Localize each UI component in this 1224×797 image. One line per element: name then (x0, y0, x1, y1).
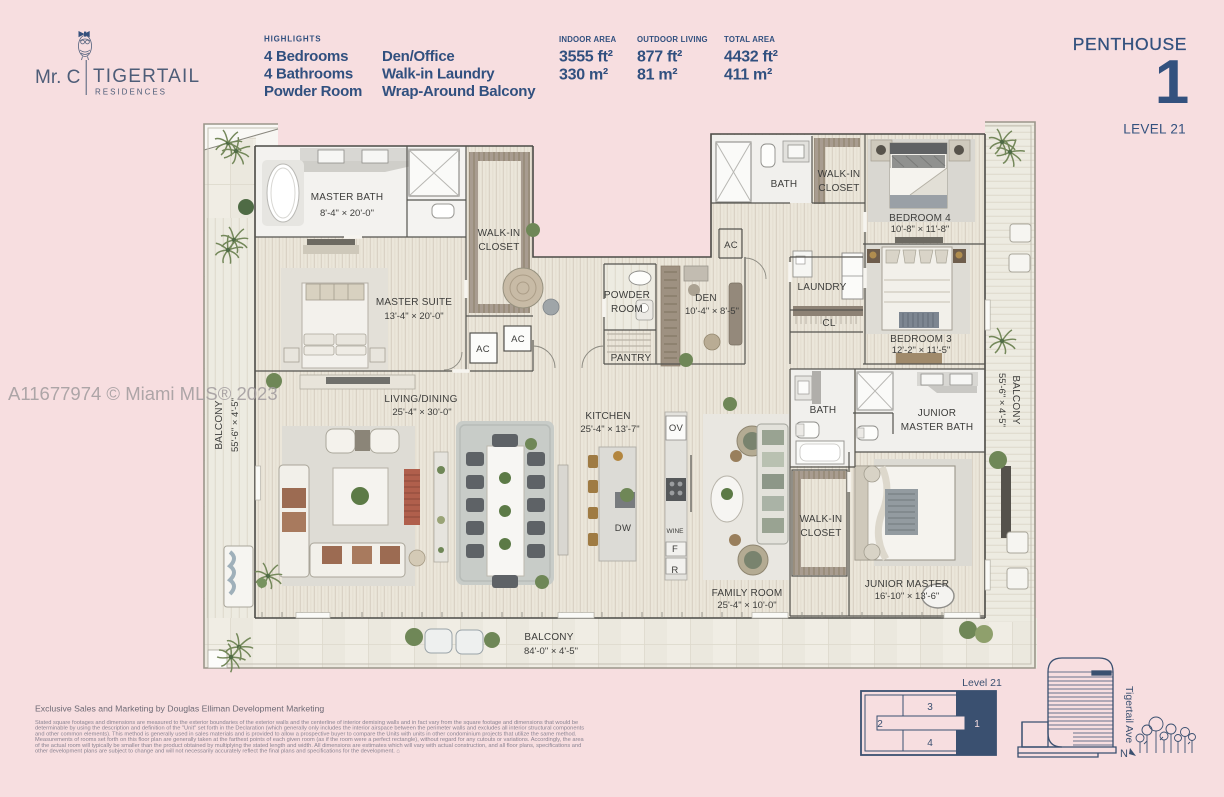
svg-text:AC: AC (724, 240, 738, 251)
svg-text:JUNIOR: JUNIOR (918, 408, 956, 419)
svg-text:RESIDENCES: RESIDENCES (95, 88, 167, 97)
svg-text:10'-4" × 8'-5": 10'-4" × 8'-5" (685, 306, 739, 317)
svg-text:OUTDOOR LIVING: OUTDOOR LIVING (637, 35, 708, 44)
svg-text:LIVING/DINING: LIVING/DINING (384, 394, 457, 405)
svg-text:CLOSET: CLOSET (818, 183, 859, 194)
svg-text:4 Bathrooms: 4 Bathrooms (264, 66, 353, 83)
svg-text:PANTRY: PANTRY (611, 353, 652, 364)
svg-text:OV: OV (669, 423, 684, 434)
svg-text:84'-0" × 4'-5": 84'-0" × 4'-5" (524, 646, 578, 657)
svg-text:INDOOR AREA: INDOOR AREA (559, 35, 617, 44)
svg-text:4: 4 (927, 738, 933, 749)
svg-text:BATH: BATH (810, 405, 837, 416)
svg-text:WINE: WINE (667, 528, 685, 535)
svg-text:WALK-IN: WALK-IN (800, 514, 843, 525)
svg-text:CL: CL (822, 318, 835, 329)
svg-text:BALCONY: BALCONY (214, 400, 225, 449)
svg-text:ROOM: ROOM (611, 304, 643, 315)
svg-text:FAMILY ROOM: FAMILY ROOM (712, 588, 783, 599)
svg-text:DEN: DEN (695, 293, 717, 304)
svg-text:MASTER BATH: MASTER BATH (901, 422, 974, 433)
svg-text:CLOSET: CLOSET (478, 242, 519, 253)
svg-text:4432 ft²: 4432 ft² (724, 49, 778, 66)
svg-text:MASTER BATH: MASTER BATH (311, 192, 384, 203)
svg-text:Tigertail Ave: Tigertail Ave (1123, 686, 1135, 743)
svg-text:AC: AC (476, 344, 490, 355)
svg-text:8'-4" × 20'-0": 8'-4" × 20'-0" (320, 208, 374, 219)
svg-text:PENTHOUSE: PENTHOUSE (1073, 34, 1187, 54)
svg-text:55'-6" × 4'-5": 55'-6" × 4'-5" (996, 373, 1007, 427)
svg-text:BALCONY: BALCONY (1010, 375, 1021, 424)
svg-text:LEVEL 21: LEVEL 21 (1123, 122, 1186, 137)
svg-text:Wrap-Around Balcony: Wrap-Around Balcony (382, 83, 536, 100)
svg-text:TIGERTAIL: TIGERTAIL (93, 66, 200, 87)
svg-text:Stated square footages and dim: Stated square footages and dimensions ar… (35, 720, 578, 726)
svg-text:Mr. C: Mr. C (35, 67, 80, 88)
svg-text:Exclusive Sales and Marketing: Exclusive Sales and Marketing by Douglas… (35, 704, 324, 714)
svg-text:BEDROOM 3: BEDROOM 3 (890, 334, 952, 345)
svg-text:DW: DW (615, 523, 631, 534)
svg-text:BEDROOM 4: BEDROOM 4 (889, 213, 951, 224)
svg-text:F: F (672, 544, 678, 555)
svg-text:25'-4" × 10'-0": 25'-4" × 10'-0" (717, 600, 776, 611)
svg-text:BATH: BATH (771, 179, 798, 190)
svg-text:3: 3 (927, 702, 933, 713)
svg-text:10'-8" × 11'-8": 10'-8" × 11'-8" (891, 224, 950, 235)
svg-text:3555 ft²: 3555 ft² (559, 49, 613, 66)
svg-text:Level 21: Level 21 (962, 677, 1002, 689)
svg-text:of the actual room will typica: of the actual room will typically be sma… (35, 743, 581, 749)
svg-text:1: 1 (974, 719, 980, 730)
svg-text:1: 1 (1155, 48, 1189, 117)
svg-text:POWDER: POWDER (604, 290, 650, 301)
svg-text:HIGHLIGHTS: HIGHLIGHTS (264, 35, 321, 44)
svg-text:WALK-IN: WALK-IN (478, 228, 521, 239)
svg-text:411 m²: 411 m² (724, 67, 772, 84)
svg-text:2: 2 (877, 719, 883, 730)
svg-text:MASTER SUITE: MASTER SUITE (376, 297, 452, 308)
svg-text:55'-6" × 4'-5": 55'-6" × 4'-5" (230, 398, 241, 452)
svg-text:BALCONY: BALCONY (524, 632, 573, 643)
svg-text:other development plans are su: other development plans are subject to c… (35, 749, 400, 755)
svg-text:Walk-in Laundry: Walk-in Laundry (382, 66, 495, 83)
svg-text:R: R (671, 565, 678, 576)
svg-text:81 m²: 81 m² (637, 67, 677, 84)
svg-text:TOTAL AREA: TOTAL AREA (724, 35, 775, 44)
svg-text:WALK-IN: WALK-IN (818, 169, 861, 180)
svg-text:LAUNDRY: LAUNDRY (797, 282, 846, 293)
svg-text:A11677974 © Miami MLS® 2023: A11677974 © Miami MLS® 2023 (8, 383, 278, 404)
svg-text:AC: AC (511, 334, 525, 345)
svg-text:25'-4" × 13'-7": 25'-4" × 13'-7" (580, 424, 639, 435)
svg-text:N: N (1120, 748, 1128, 760)
svg-text:25'-4" × 30'-0": 25'-4" × 30'-0" (392, 407, 451, 418)
svg-text:and other common elements). Th: and other common elements). This method … (35, 731, 577, 737)
svg-text:4 Bedrooms: 4 Bedrooms (264, 48, 348, 65)
svg-text:CLOSET: CLOSET (800, 528, 841, 539)
svg-text:877 ft²: 877 ft² (637, 49, 682, 66)
svg-text:JUNIOR MASTER: JUNIOR MASTER (865, 579, 949, 590)
svg-text:16'-10" × 13'-6": 16'-10" × 13'-6" (875, 591, 940, 602)
svg-text:13'-4" × 20'-0": 13'-4" × 20'-0" (384, 311, 443, 322)
svg-text:12'-2" × 11'-5": 12'-2" × 11'-5" (892, 345, 951, 356)
svg-text:determinable by using the desc: determinable by using the description an… (35, 726, 584, 732)
svg-text:KITCHEN: KITCHEN (585, 411, 630, 422)
svg-text:Powder Room: Powder Room (264, 83, 362, 100)
svg-text:Measurements of rooms set fort: Measurements of rooms set forth on this … (35, 737, 585, 743)
svg-text:330 m²: 330 m² (559, 67, 608, 84)
svg-text:Den/Office: Den/Office (382, 48, 455, 65)
